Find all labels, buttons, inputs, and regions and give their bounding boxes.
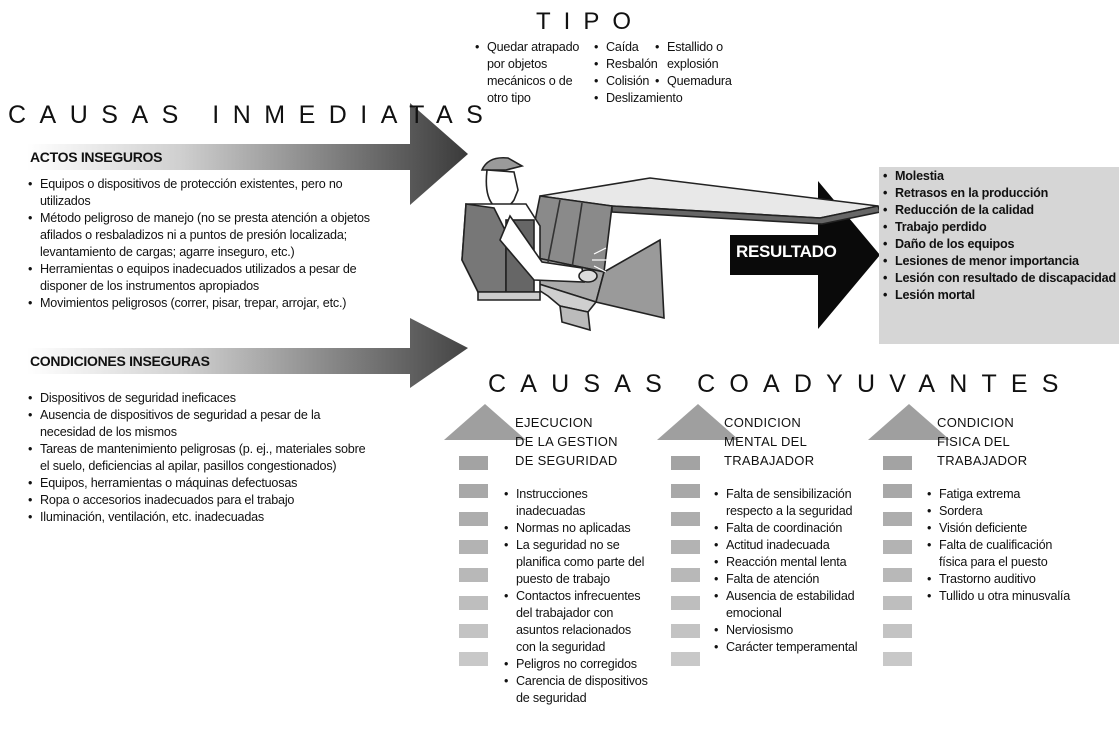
list-item: Molestia — [883, 168, 1119, 185]
mental-heading: CONDICION MENTAL DEL TRABAJADOR — [724, 415, 815, 468]
list-item: Peligros no corregidos — [504, 656, 654, 673]
list-item: Lesiones de menor importancia — [883, 253, 1119, 270]
fisica-heading: CONDICION FISICA DEL TRABAJADOR — [937, 415, 1028, 468]
list-item: Dispositivos de seguridad ineficaces — [28, 390, 378, 407]
list-item: Falta de cualificación física para el pu… — [927, 537, 1077, 571]
tipo-title: TIPO — [536, 8, 645, 35]
list-item: Reducción de la calidad — [883, 202, 1119, 219]
list-item: Equipos o dispositivos de protección exi… — [28, 176, 378, 210]
list-item: Resbalón — [594, 56, 658, 73]
tipo-list-col3: Estallido o explosión Quemadura — [655, 39, 739, 90]
condiciones-inseguras-heading: CONDICIONES INSEGURAS — [30, 353, 210, 369]
gestion-list: Instrucciones inadecuadas Normas no apli… — [504, 486, 654, 707]
list-item: Ausencia de estabilidad emocional — [714, 588, 864, 622]
list-item: Retrasos en la producción — [883, 185, 1119, 202]
list-item: Movimientos peligrosos (correr, pisar, t… — [28, 295, 378, 312]
arrow-actos-inseguros — [27, 103, 468, 205]
list-item: Instrucciones inadecuadas — [504, 486, 654, 520]
list-item: Quedar atrapado por objetos mecánicos o … — [475, 39, 591, 107]
list-item: Reacción mental lenta — [714, 554, 864, 571]
list-item: Visión deficiente — [927, 520, 1077, 537]
list-item: La seguridad no se planifica como parte … — [504, 537, 654, 588]
list-item: Fatiga extrema — [927, 486, 1077, 503]
causas-inmediatas-title: CAUSAS INMEDIATAS — [8, 101, 497, 129]
list-item: Falta de coordinación — [714, 520, 864, 537]
list-item: Nerviosismo — [714, 622, 864, 639]
list-item: Herramientas o equipos inadecuados utili… — [28, 261, 378, 295]
list-item: Daño de los equipos — [883, 236, 1119, 253]
list-item: Normas no aplicadas — [504, 520, 654, 537]
list-item: Método peligroso de manejo (no se presta… — [28, 210, 378, 261]
resultado-list: Molestia Retrasos en la producción Reduc… — [883, 168, 1119, 304]
fisica-list: Fatiga extrema Sordera Visión deficiente… — [927, 486, 1077, 605]
gestion-heading: EJECUCION DE LA GESTION DE SEGURIDAD — [515, 415, 618, 468]
causas-coadyuvantes-title: CAUSAS COADYUVANTES — [488, 370, 1073, 398]
list-item: Deslizamiento — [594, 90, 683, 107]
list-item: Quemadura — [655, 73, 739, 90]
list-item: Caída — [594, 39, 656, 56]
list-item: Sordera — [927, 503, 1077, 520]
list-item: Tullido u otra minusvalía — [927, 588, 1077, 605]
list-item: Lesión con resultado de discapacidad — [883, 270, 1119, 287]
list-item: Ropa o accesorios inadecuados para el tr… — [28, 492, 378, 509]
list-item: Carencia de dispositivos de seguridad — [504, 673, 654, 707]
condiciones-inseguras-list: Dispositivos de seguridad ineficaces Aus… — [28, 390, 378, 526]
up-arrow-gestion — [444, 404, 526, 666]
list-item: Ausencia de dispositivos de seguridad a … — [28, 407, 378, 441]
mental-list: Falta de sensibilización respecto a la s… — [714, 486, 864, 656]
list-item: Lesión mortal — [883, 287, 1119, 304]
list-item: Contactos infrecuentes del trabajador co… — [504, 588, 654, 656]
list-item: Tareas de mantenimiento peligrosas (p. e… — [28, 441, 378, 475]
actos-inseguros-list: Equipos o dispositivos de protección exi… — [28, 176, 378, 312]
up-arrow-mental — [657, 404, 739, 666]
worker-illustration — [461, 156, 882, 332]
actos-inseguros-heading: ACTOS INSEGUROS — [30, 149, 163, 165]
list-item: Estallido o explosión — [655, 39, 739, 73]
list-item: Trabajo perdido — [883, 219, 1119, 236]
list-item: Iluminación, ventilación, etc. inadecuad… — [28, 509, 378, 526]
resultado-label: RESULTADO — [736, 242, 837, 261]
tipo-list-col2: Caída Resbalón Colisión Deslizamiento — [594, 39, 683, 107]
list-item: Trastorno auditivo — [927, 571, 1077, 588]
list-item: Colisión — [594, 73, 656, 90]
up-arrow-fisica — [868, 404, 950, 666]
tipo-list-col1: Quedar atrapado por objetos mecánicos o … — [475, 39, 591, 107]
list-item: Falta de atención — [714, 571, 864, 588]
list-item: Carácter temperamental — [714, 639, 864, 656]
list-item: Falta de sensibilización respecto a la s… — [714, 486, 864, 520]
list-item: Equipos, herramientas o máquinas defectu… — [28, 475, 378, 492]
arrow-condiciones-inseguras — [27, 318, 468, 388]
list-item: Actitud inadecuada — [714, 537, 864, 554]
